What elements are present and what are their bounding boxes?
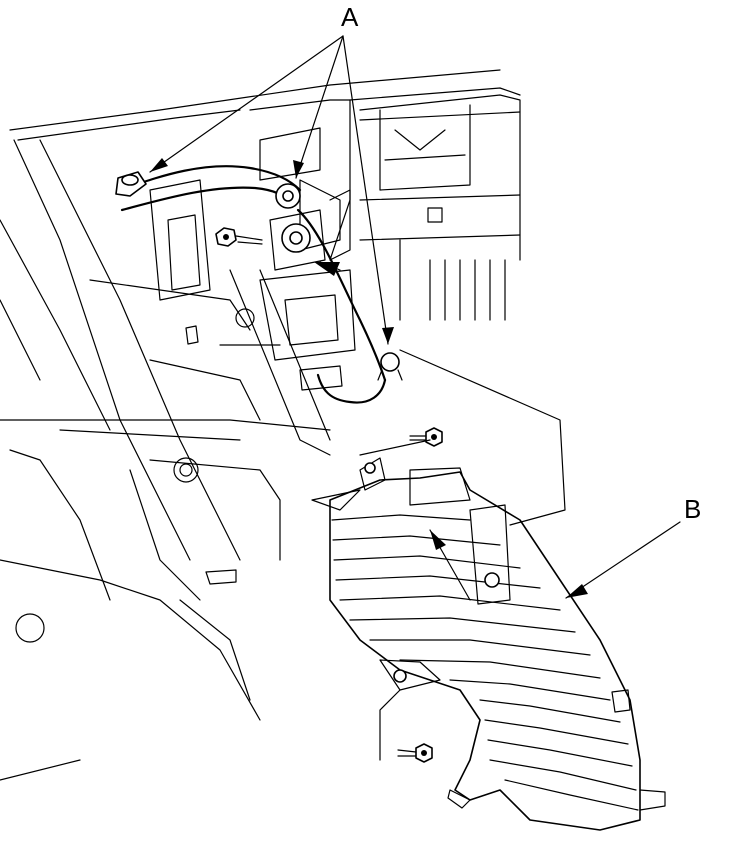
- callout-label-a: A: [341, 2, 359, 32]
- leader-lines: [229, 269, 566, 761]
- callout-a-arrows: [149, 35, 394, 345]
- direction-arrows: [314, 261, 471, 601]
- harness-clip-left: [115, 171, 147, 197]
- heater-unit: [249, 94, 521, 321]
- callout-b-arrow: [565, 521, 681, 599]
- air-duct: [311, 457, 666, 831]
- callout-label-b: B: [684, 494, 701, 524]
- bolt-middle: [409, 427, 443, 447]
- bolt-upper: [215, 227, 263, 247]
- dashboard-frame: [0, 69, 521, 781]
- bolt-lower: [397, 743, 433, 763]
- wire-harness: [118, 165, 387, 404]
- mount-bracket: [149, 179, 356, 391]
- harness-clip-center: [275, 183, 301, 209]
- harness-clip-right: [377, 352, 403, 381]
